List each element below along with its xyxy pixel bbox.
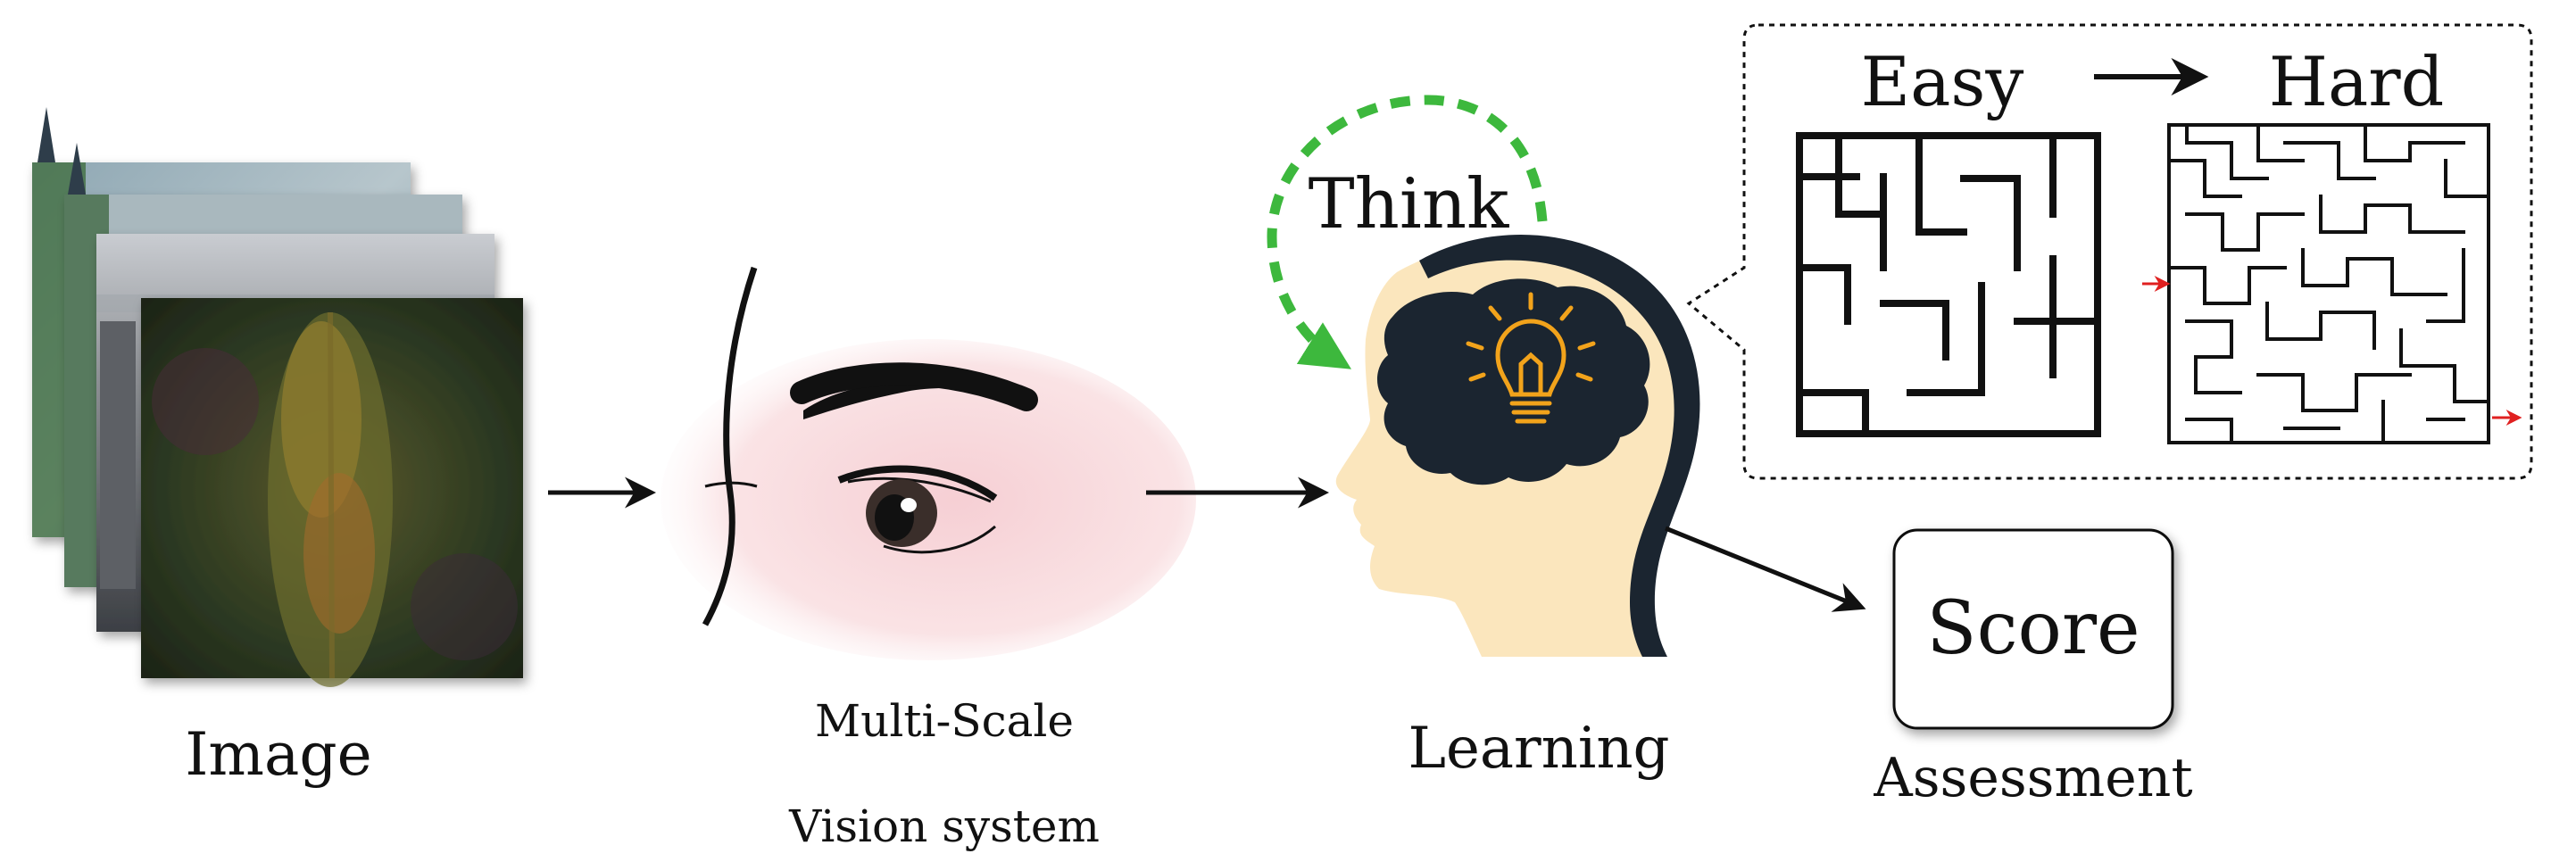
score-label: Score xyxy=(1926,586,2140,671)
vision-label-line2: Vision system xyxy=(788,800,1100,852)
arrow-learning-to-score xyxy=(1665,526,1866,612)
score-box xyxy=(1892,528,2174,730)
hard-maze xyxy=(2167,123,2490,444)
photo-stack-icon xyxy=(32,107,523,687)
eye-icon xyxy=(661,266,1196,660)
think-label: Think xyxy=(1309,164,1509,245)
easy-maze xyxy=(1796,132,2101,437)
assessment-label: Assessment xyxy=(1873,747,2192,809)
lightbulb-icon xyxy=(1466,292,1596,424)
easy-label: Easy xyxy=(1861,42,2024,121)
vision-label-line1: Multi-Scale xyxy=(815,695,1074,747)
hard-label: Hard xyxy=(2269,42,2445,121)
think-loop-arrow xyxy=(1267,95,1548,369)
head-brain-icon xyxy=(1335,235,1700,657)
learning-label: Learning xyxy=(1408,716,1670,782)
image-label: Image xyxy=(185,720,371,789)
